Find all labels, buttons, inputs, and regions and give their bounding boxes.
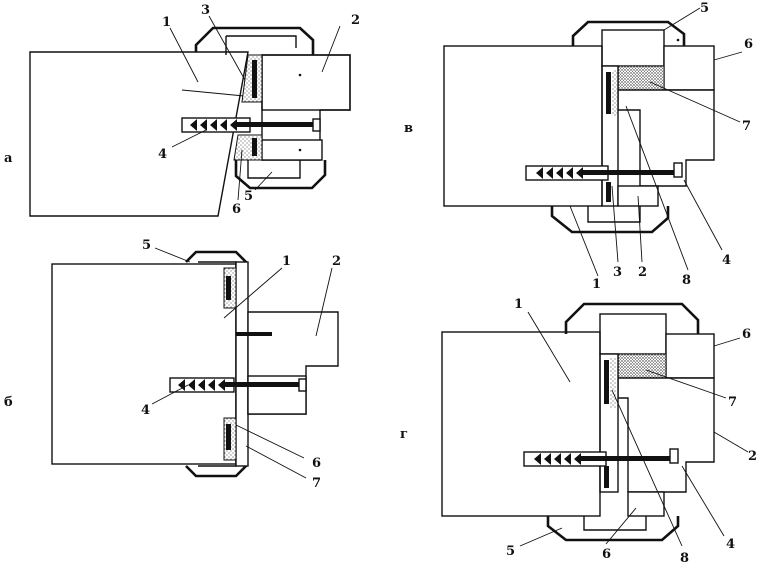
label-a-4: 4: [158, 147, 167, 162]
screw-a: [237, 122, 315, 127]
wall-slope-a: [29, 51, 249, 217]
label-g-5: 5: [506, 544, 515, 559]
label-g-4: 4: [726, 537, 735, 552]
label-g-8: 8: [680, 551, 689, 566]
frame-profile-g: [564, 302, 700, 334]
caption-v: в: [404, 121, 413, 136]
label-v-5: 5: [700, 1, 709, 16]
label-a-3: 3: [201, 3, 210, 18]
label-a-6: 6: [232, 202, 241, 217]
label-v-1: 1: [592, 277, 601, 292]
frame-profile-v: [571, 20, 686, 46]
frame-a-upper: [261, 54, 351, 111]
label-a-2: 2: [351, 13, 360, 28]
panel-a: 1 3 2 4 6 5 а: [4, 3, 360, 217]
label-g-6a: 6: [742, 327, 751, 342]
label-a-1: 1: [162, 15, 171, 30]
label-v-4: 4: [722, 253, 731, 268]
caption-b: б: [4, 395, 13, 410]
frame-profile-a: [194, 26, 315, 55]
label-v-2: 2: [638, 265, 647, 280]
wall-g: [441, 331, 601, 517]
label-g-2: 2: [748, 449, 757, 464]
label-b-2: 2: [332, 254, 341, 269]
caption-a: а: [4, 151, 13, 166]
panel-b: 5 1 2 4 6 7 б: [4, 238, 341, 491]
label-a-5: 5: [244, 189, 253, 204]
label-b-1: 1: [282, 254, 291, 269]
screw-g: [581, 456, 673, 461]
label-g-7: 7: [728, 395, 737, 410]
label-g-1: 1: [514, 297, 523, 312]
caption-g: г: [400, 427, 408, 442]
label-v-3: 3: [613, 265, 622, 280]
label-v-7: 7: [742, 119, 751, 134]
label-v-6: 6: [744, 37, 753, 52]
screw-b: [225, 382, 301, 387]
label-v-8: 8: [682, 273, 691, 288]
label-b-7: 7: [312, 476, 321, 491]
panel-v: 5 6 7 4 8 1 3 2 в: [404, 1, 753, 292]
label-g-6b: 6: [602, 547, 611, 562]
label-b-4: 4: [141, 403, 150, 418]
label-b-6: 6: [312, 456, 321, 471]
panel-g: 1 6 7 2 4 8 6 5 г: [400, 297, 757, 566]
wall-v: [443, 45, 603, 207]
label-b-5: 5: [142, 238, 151, 253]
wall-b: [51, 263, 237, 465]
screw-v: [583, 170, 675, 175]
